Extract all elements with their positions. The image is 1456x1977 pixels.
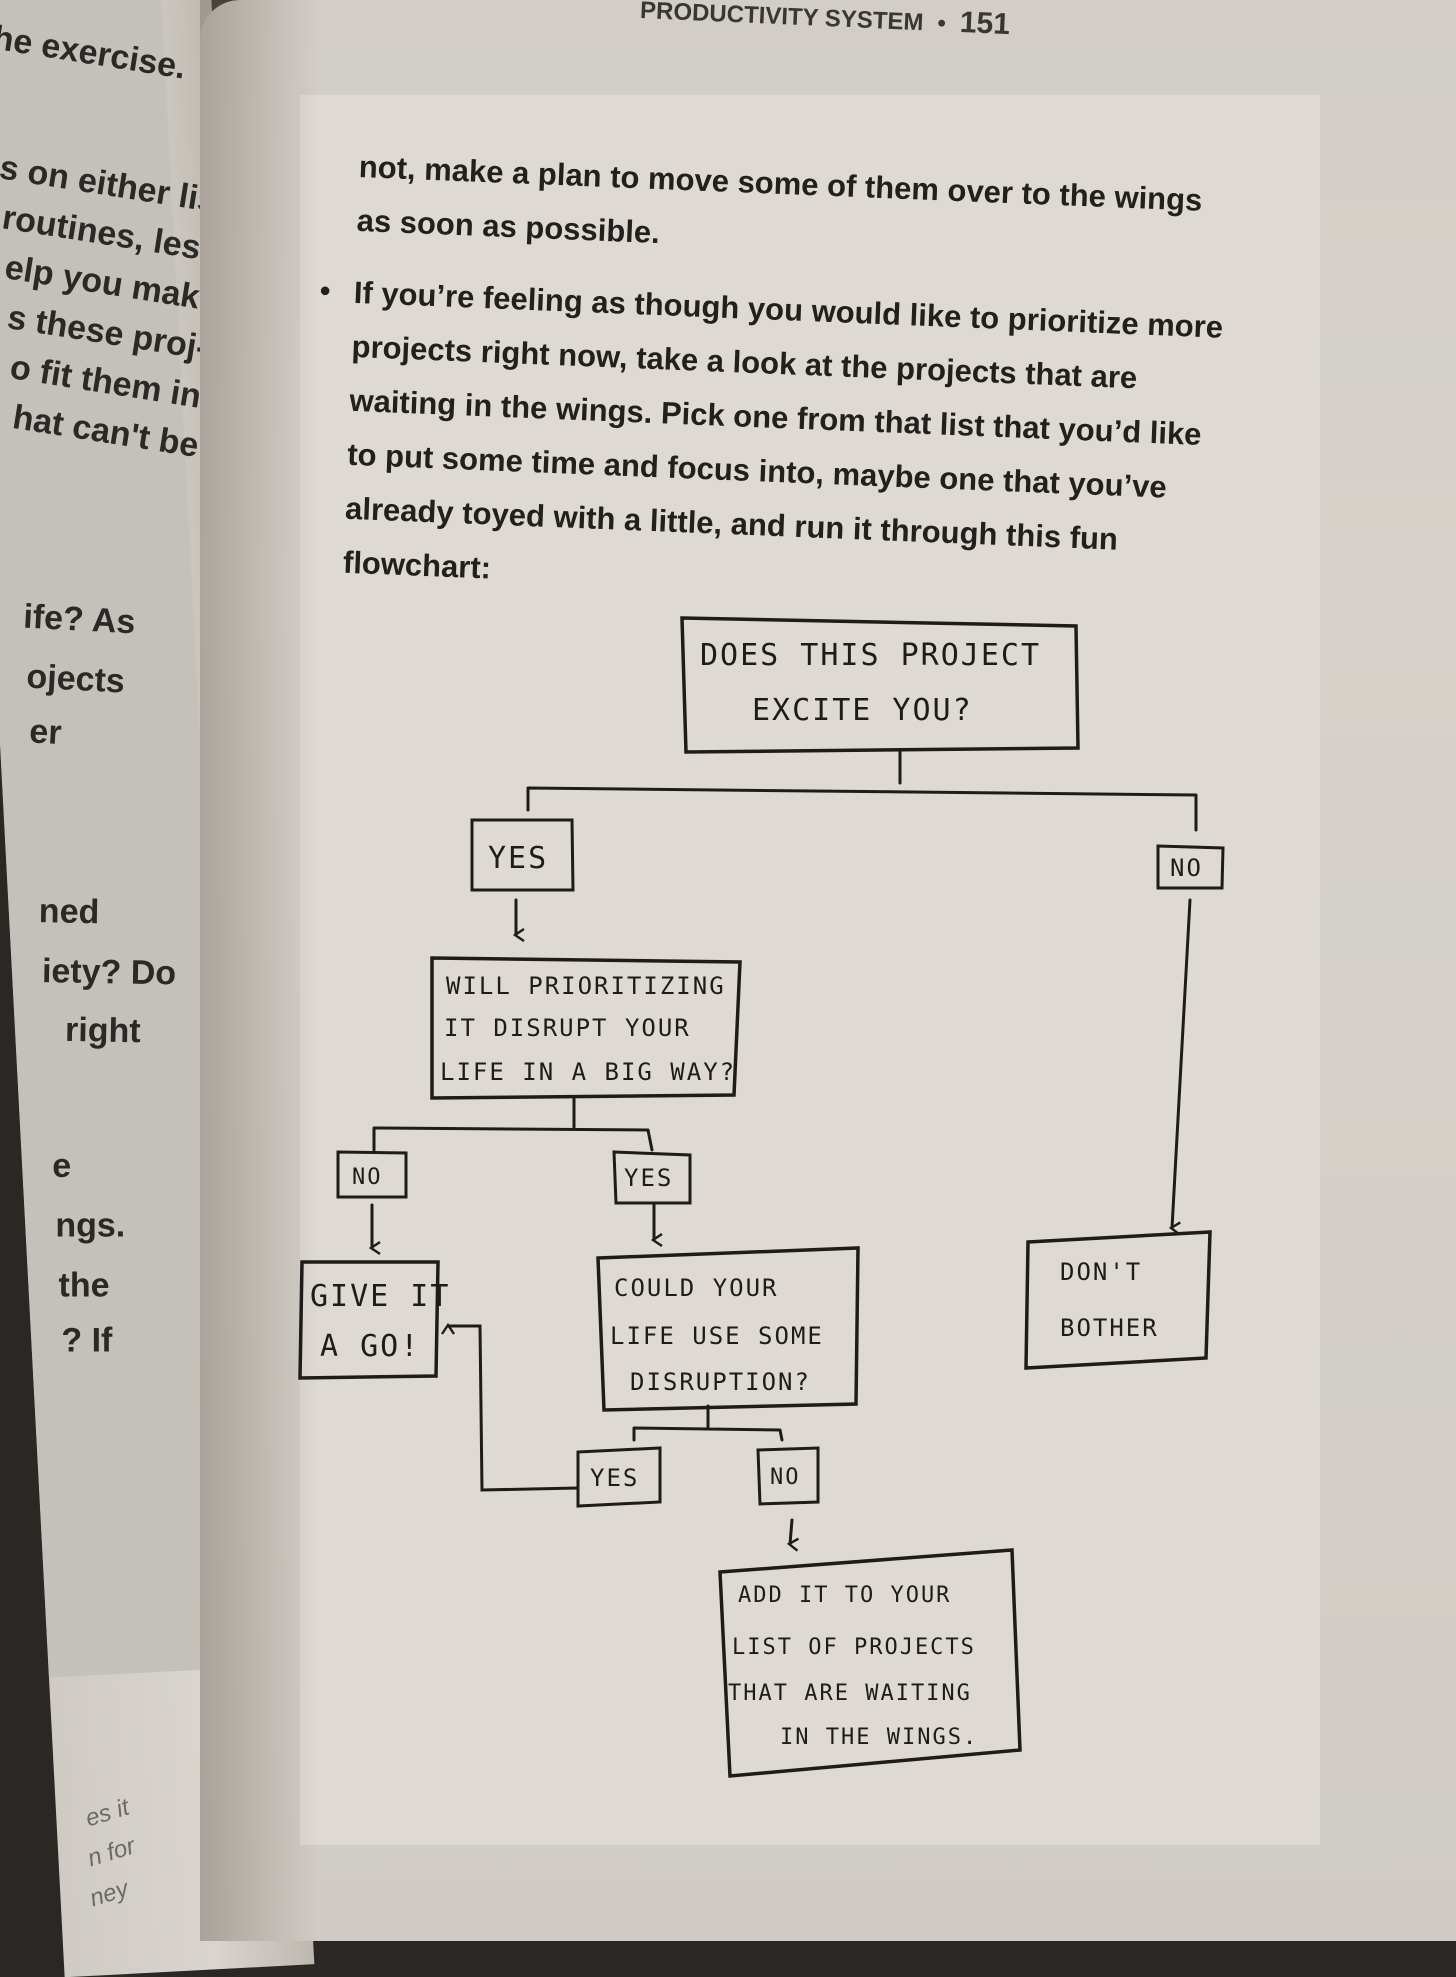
dont-bother-line: BOTHER [1060,1314,1159,1342]
q3-box: COULD YOUR LIFE USE SOME DISRUPTION? [596,1246,860,1412]
connector-line [1168,898,1192,1236]
add-to-list-box: ADD IT TO YOUR LIST OF PROJECTS THAT ARE… [718,1548,1022,1778]
q1-line: EXCITE YOU? [752,693,973,728]
yes-text: YES [624,1164,673,1192]
no-text: NO [770,1465,801,1490]
q3-yes-label: YES [576,1446,662,1508]
add-to-list-line: THAT ARE WAITING [728,1681,972,1706]
no-text: NO [352,1165,383,1190]
q3-line: COULD YOUR [614,1274,779,1302]
connector-line [441,1322,580,1492]
page-gutter-shadow [200,0,320,1941]
q1-yes-label: YES [470,818,575,892]
give-it-a-go-line: GIVE IT [310,1279,450,1314]
connector-line [526,748,1198,832]
give-it-a-go-box: GIVE IT A GO! [298,1260,450,1380]
no-text: NO [1170,854,1203,882]
q2-line: IT DISRUPT YOUR [444,1014,691,1042]
q3-line: LIFE USE SOME [610,1322,824,1350]
q1-box: DOES THIS PROJECT EXCITE YOU? [680,616,1080,754]
q2-line: WILL PRIORITIZING [446,972,726,1000]
q1-line: DOES THIS PROJECT [700,638,1041,673]
yes-text: YES [590,1464,639,1492]
q2-box: WILL PRIORITIZING IT DISRUPT YOUR LIFE I… [430,956,742,1100]
q3-no-label: NO [756,1446,820,1506]
give-it-a-go-line: A GO! [320,1329,420,1364]
q2-no-label: NO [336,1150,408,1199]
q2-line: LIFE IN A BIG WAY? [440,1058,736,1086]
q2-yes-label: YES [612,1150,692,1205]
connector-line [372,1096,654,1152]
add-to-list-line: IN THE WINGS. [780,1725,978,1750]
q3-line: DISRUPTION? [630,1368,811,1396]
add-to-list-line: LIST OF PROJECTS [732,1635,976,1660]
q1-no-label: NO [1156,844,1225,890]
add-to-list-line: ADD IT TO YOUR [738,1583,951,1608]
yes-text: YES [488,841,548,876]
dont-bother-box: DON'T BOTHER [1024,1230,1212,1370]
dont-bother-line: DON'T [1060,1258,1142,1286]
connector-line [786,1518,800,1552]
connector-line [632,1404,784,1442]
